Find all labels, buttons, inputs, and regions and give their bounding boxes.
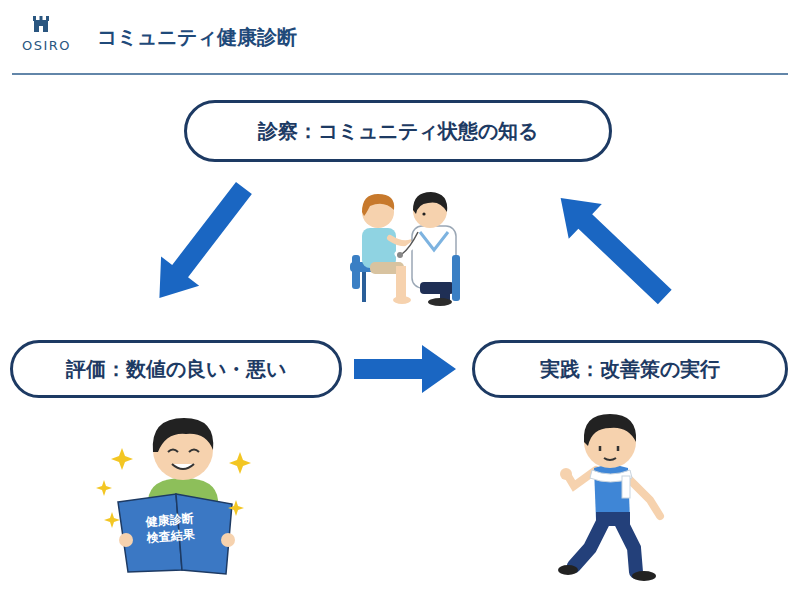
box-label: 評価：数値の良い・悪い (66, 356, 286, 383)
cycle-arrow (561, 198, 672, 304)
logo-text: OSIRO (22, 38, 71, 53)
booklet-text: 健康診断 検査結果 (143, 510, 198, 546)
runner-illustration (558, 414, 660, 581)
reader-illustration (96, 418, 251, 574)
box-label: 診察：コミュニティ状態の知る (258, 118, 538, 145)
cycle-arrow (159, 182, 251, 298)
logo-icon (33, 16, 49, 32)
cycle-arrow (354, 345, 456, 393)
pill-box: 診察：コミュニティ状態の知る (184, 100, 612, 162)
header-rule (12, 73, 788, 75)
page-title: コミュニティ健康診断 (97, 24, 297, 51)
pill-box: 評価：数値の良い・悪い (10, 340, 342, 398)
pill-box: 実践：改善策の実行 (472, 340, 788, 398)
box-label: 実践：改善策の実行 (540, 356, 720, 383)
doctor-illustration (350, 192, 460, 306)
